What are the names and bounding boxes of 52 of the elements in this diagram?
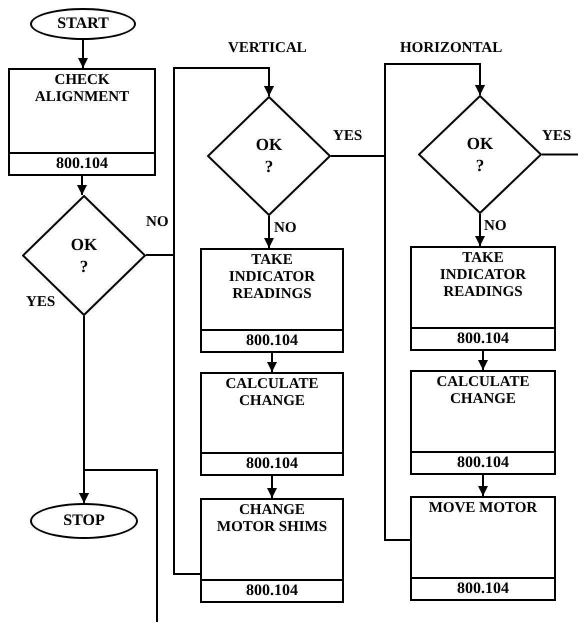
terminal-label: STOP — [63, 512, 105, 530]
decision-diamond — [418, 95, 542, 214]
decision-label: OK — [70, 234, 98, 256]
edge-label: NO — [274, 220, 296, 236]
arrow — [475, 214, 485, 246]
decision-diamond — [207, 96, 331, 216]
column-heading: VERTICAL — [228, 40, 307, 56]
column-heading: HORIZONTAL — [400, 40, 502, 56]
reference-number: 800.104 — [412, 327, 554, 349]
reference-number: 800.104 — [412, 577, 554, 599]
process-box — [410, 246, 556, 351]
step-label: CHECK ALIGNMENT — [34, 71, 130, 107]
process-box — [410, 496, 556, 601]
edge-label: YES — [542, 128, 572, 144]
arrow — [267, 476, 277, 498]
decision-diamond — [22, 195, 146, 316]
arrow — [478, 475, 488, 496]
step-label: TAKE INDICATOR READINGS — [438, 249, 528, 302]
terminal-label: START — [57, 15, 109, 33]
arrow — [264, 216, 274, 248]
reference-number: 800.104 — [202, 452, 342, 474]
edge-label: NO — [146, 214, 168, 230]
step-label: CALCULATE CHANGE — [224, 375, 320, 411]
step-label: TAKE INDICATOR READINGS — [228, 251, 316, 304]
step-label: CALCULATE CHANGE — [435, 373, 531, 409]
arrow — [173, 67, 274, 575]
arrow — [77, 176, 87, 195]
decision-label: OK — [466, 132, 494, 154]
edge-label: YES — [26, 294, 56, 310]
process-box — [410, 370, 556, 475]
reference-number: 800.104 — [412, 451, 554, 473]
edge-label: YES — [333, 128, 362, 144]
question-mark: ? — [476, 154, 484, 176]
arrow — [267, 353, 277, 372]
edge-label: NO — [484, 218, 506, 234]
connector-line — [542, 154, 578, 156]
decision-label: OK — [256, 134, 282, 156]
arrow — [78, 40, 88, 68]
arrow — [384, 63, 485, 541]
step-label: MOVE MOTOR — [428, 499, 538, 518]
reference-number: 800.104 — [202, 579, 342, 601]
process-box — [200, 498, 344, 603]
process-box — [200, 372, 344, 476]
process-box — [200, 248, 344, 353]
question-mark: ? — [264, 156, 274, 178]
step-label: CHANGE MOTOR SHIMS — [216, 501, 328, 537]
process-box — [8, 68, 156, 176]
question-mark: ? — [80, 256, 88, 278]
reference-number: 800.104 — [202, 329, 342, 351]
arrow — [79, 469, 158, 622]
reference-number: 800.104 — [10, 152, 154, 174]
arrow — [478, 351, 488, 370]
